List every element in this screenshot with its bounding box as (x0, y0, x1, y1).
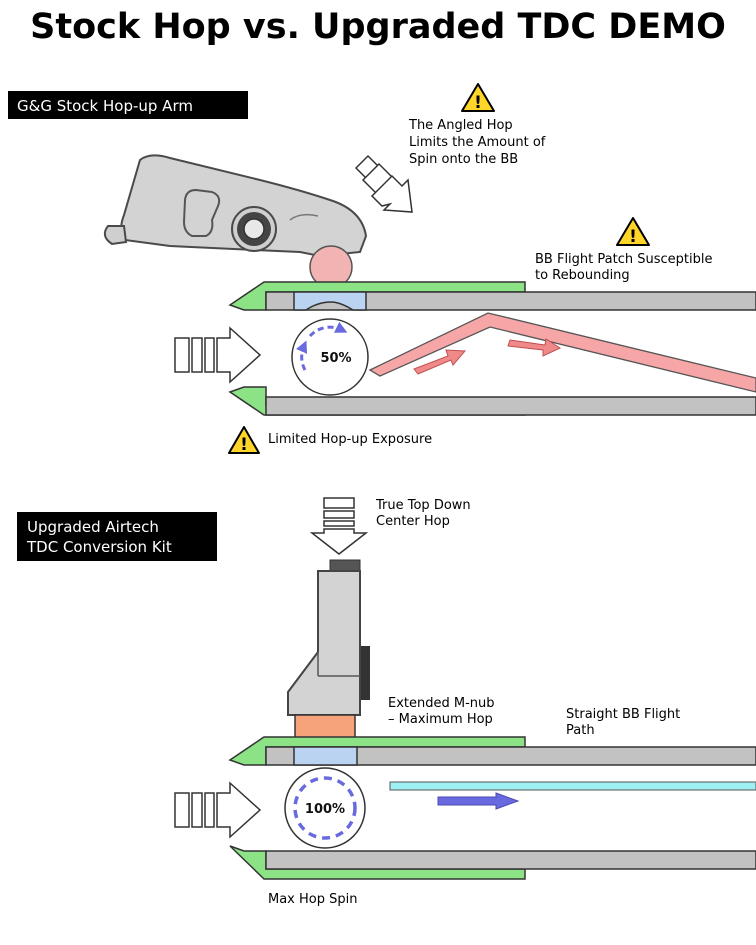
flight-direction-arrow-icon (437, 792, 520, 810)
air-arrow-icon (174, 781, 262, 839)
page-title: Stock Hop vs. Upgraded TDC DEMO (30, 7, 726, 47)
flight-patch-note-line-1: BB Flight Patch Susceptible (535, 252, 712, 267)
angled-hop-note-line-3: Spin onto the BB (409, 152, 518, 167)
tdc-spin-label: 100% (305, 802, 345, 817)
top-down-note-line-2: Center Hop (376, 514, 450, 529)
angled-pressure-arrow-icon (354, 154, 413, 213)
air-arrow-icon (174, 326, 262, 384)
tdc-hop-arm (287, 559, 370, 716)
rebounding-flight-path (368, 312, 756, 393)
flight-direction-arrow-icon (413, 349, 467, 375)
tdc-tag-box (17, 512, 217, 561)
straight-flight-note-line-2: Path (566, 723, 595, 738)
tdc-tag-line-2: TDC Conversion Kit (26, 538, 172, 556)
max-hop-spin-note: Max Hop Spin (268, 892, 357, 907)
stock-tag-label: G&G Stock Hop-up Arm (17, 97, 193, 115)
stock-bb (291, 318, 369, 396)
svg-text:!: ! (629, 227, 637, 247)
tdc-tag-line-1: Upgraded Airtech (27, 518, 159, 536)
top-down-note-line-1: True Top Down (375, 498, 471, 513)
svg-text:!: ! (240, 435, 248, 455)
flight-direction-arrow-icon (507, 338, 562, 357)
spin-arrow-icon (296, 340, 308, 371)
warning-icon: ! (616, 217, 650, 247)
extended-m-nub (294, 714, 356, 741)
straight-flight-note-line-1: Straight BB Flight (566, 707, 680, 722)
angled-hop-note-line-2: Limits the Amount of (409, 135, 546, 150)
angled-hop-note-line-1: The Angled Hop (408, 118, 513, 133)
down-pressure-arrow-icon (309, 497, 369, 555)
warning-icon: ! (461, 83, 495, 113)
tdc-barrel (228, 736, 756, 880)
m-nub-note-line-1: Extended M-nub (388, 696, 495, 711)
svg-text:!: ! (474, 93, 482, 113)
straight-flight-path (389, 781, 756, 791)
spin-arrow-icon (308, 321, 348, 338)
stock-spin-label: 50% (320, 351, 351, 366)
spin-ring-icon (293, 776, 357, 840)
flight-patch-note-line-2: to Rebounding (535, 268, 630, 283)
stock-hop-arm (103, 154, 368, 258)
warning-icon: ! (228, 426, 260, 455)
stock-barrel (228, 281, 756, 416)
stock-hop-rubber (293, 291, 367, 311)
tdc-hop-rubber (293, 746, 358, 766)
m-nub-note-line-2: – Maximum Hop (388, 712, 493, 727)
exposure-note: Limited Hop-up Exposure (268, 432, 432, 447)
stock-tag-box (8, 91, 248, 119)
